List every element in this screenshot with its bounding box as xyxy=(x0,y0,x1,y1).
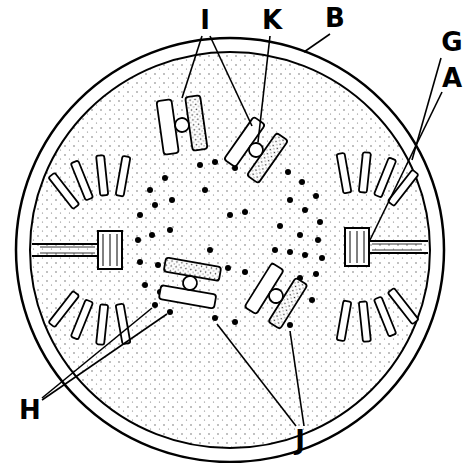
spindle-dot xyxy=(135,237,141,243)
leader-line xyxy=(217,324,296,426)
chromosome xyxy=(156,95,307,329)
leader-line xyxy=(370,92,442,240)
spindle-dot xyxy=(285,169,291,175)
spindle-dot xyxy=(299,179,305,185)
leader-line xyxy=(210,36,252,126)
leader-line xyxy=(290,331,304,426)
chromosome xyxy=(182,275,198,291)
spindle-dot xyxy=(232,319,238,325)
spindle-dot xyxy=(142,282,148,288)
spindle-dot xyxy=(207,247,213,253)
chromosome xyxy=(224,117,288,184)
part-letter: G xyxy=(441,29,462,55)
aster-ray xyxy=(116,303,131,344)
spindle-dot xyxy=(227,212,233,218)
chromosome xyxy=(244,263,307,329)
chromosome xyxy=(246,140,265,159)
aster-ray xyxy=(96,155,108,196)
spindle-dot xyxy=(313,271,319,277)
centriole xyxy=(345,228,369,266)
spindle-dot xyxy=(152,202,158,208)
spindle-dot xyxy=(277,223,283,229)
part-letter: K xyxy=(262,7,282,33)
aster-ray xyxy=(337,153,352,194)
chromosome xyxy=(174,117,190,133)
cell-membrane xyxy=(16,38,444,462)
centriole xyxy=(32,244,100,256)
spindle-dot xyxy=(197,162,203,168)
centriole xyxy=(103,234,117,266)
spindle-dot xyxy=(169,197,175,203)
spindle-dot xyxy=(137,259,143,265)
centriole xyxy=(40,247,95,253)
leader-line xyxy=(42,308,152,398)
centriole xyxy=(98,231,122,269)
leader-line xyxy=(182,36,202,98)
aster-ray xyxy=(374,296,396,336)
part-letter: J xyxy=(295,427,305,453)
spindle-dot xyxy=(272,247,278,253)
chromosome xyxy=(266,286,285,305)
part-letter: B xyxy=(325,5,345,31)
leader-line xyxy=(42,314,167,400)
spindle-dot xyxy=(302,252,308,258)
spindle-dot xyxy=(162,175,168,181)
spindle-dot xyxy=(297,232,303,238)
aster-ray xyxy=(71,299,93,339)
chromosome xyxy=(247,133,288,184)
spindle-dot xyxy=(147,187,153,193)
spindle-dot xyxy=(202,187,208,193)
aster-ray xyxy=(71,160,93,200)
spindle-dot xyxy=(302,207,308,213)
aster-ray xyxy=(48,152,418,345)
spindle-dot xyxy=(212,159,218,165)
centriole xyxy=(369,241,428,253)
cell-membrane xyxy=(16,38,444,462)
aster-ray xyxy=(359,301,371,342)
spindle-dot xyxy=(149,232,155,238)
spindle-dot xyxy=(212,315,218,321)
spindle-dot xyxy=(155,262,161,268)
centriole xyxy=(32,228,428,269)
chromosome xyxy=(156,95,207,155)
part-letter: A xyxy=(442,65,462,91)
spindle-dot xyxy=(309,297,315,303)
spindle-dot xyxy=(287,249,293,255)
aster-ray xyxy=(48,291,79,327)
spindle-dot xyxy=(317,219,323,225)
part-letter: I xyxy=(200,7,210,33)
spindle-dot xyxy=(242,209,248,215)
aster-ray xyxy=(359,152,371,193)
leader-line xyxy=(258,36,270,142)
spindle-dot xyxy=(152,302,158,308)
aster-ray xyxy=(96,304,108,345)
leader-line xyxy=(42,34,442,426)
part-letter: H xyxy=(19,397,41,423)
centriole xyxy=(372,244,422,250)
aster-ray xyxy=(116,156,131,197)
spindle-dot xyxy=(167,227,173,233)
centriole xyxy=(350,231,364,263)
cell-membrane xyxy=(30,52,430,448)
spindle-dot xyxy=(315,237,321,243)
leader-line xyxy=(304,34,330,52)
chromosome xyxy=(159,257,221,308)
spindle-dot xyxy=(242,269,248,275)
spindle-dot xyxy=(319,255,325,261)
spindle-dot xyxy=(225,265,231,271)
spindle-dot xyxy=(287,322,293,328)
aster-ray xyxy=(388,288,419,324)
spindle-dot xyxy=(137,212,143,218)
aster-ray xyxy=(337,300,352,341)
aster-ray xyxy=(48,173,79,209)
spindle-dot xyxy=(287,197,293,203)
spindle-dot xyxy=(313,193,319,199)
aster-ray xyxy=(388,170,419,206)
spindle-dot xyxy=(167,309,173,315)
